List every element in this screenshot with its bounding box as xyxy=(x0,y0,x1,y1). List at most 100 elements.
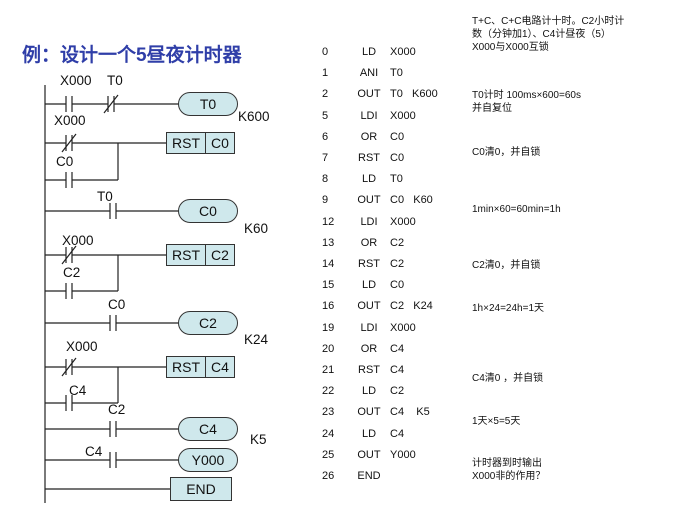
instruction-op: LD xyxy=(361,173,377,186)
instruction-op: OR xyxy=(360,236,378,249)
comment-c2-count: 1h×24=24h=1天 xyxy=(472,303,545,314)
contact-label-x000: X000 xyxy=(66,339,98,354)
instruction-row: 20 OR C4 xyxy=(322,342,405,355)
contact-label-x000: X000 xyxy=(60,73,92,88)
contact-label-c0: C0 xyxy=(108,297,126,312)
instruction-op: OUT xyxy=(357,88,381,101)
instruction-arg: C2 K24 xyxy=(390,300,433,313)
instruction-step: 23 xyxy=(322,406,335,419)
k-label-k24: K24 xyxy=(244,332,269,347)
contact-label-x000: X000 xyxy=(54,113,86,128)
comment-c4-reset: C4清0 ，并自锁 xyxy=(472,373,544,384)
instruction-op: OR xyxy=(360,130,378,143)
instruction-arg: C2 xyxy=(390,385,405,398)
instruction-step: 7 xyxy=(322,152,329,164)
instruction-arg: T0 xyxy=(390,67,403,80)
instruction-step: 24 xyxy=(322,427,335,440)
instruction-arg: C4 xyxy=(390,342,405,355)
instruction-op: LD xyxy=(361,46,377,58)
instruction-op: OUT xyxy=(357,194,381,207)
instruction-step: 21 xyxy=(322,364,335,376)
k-label-k5: K5 xyxy=(250,432,267,447)
instruction-step: 2 xyxy=(322,88,329,101)
instruction-row: 23 OUT C4 K5 xyxy=(322,407,430,418)
instruction-op: OUT xyxy=(357,300,381,313)
instruction-step: 13 xyxy=(322,236,335,249)
instruction-row: 21 RST C4 xyxy=(322,365,404,376)
instruction-arg: X000 xyxy=(390,109,416,122)
instruction-op: OUT xyxy=(357,448,381,461)
instruction-arg: C0 K60 xyxy=(390,194,433,207)
comment-header: T+C、C+C电路计十时。C2小时计数（分钟加1）、C4计昼夜（5）X000与X… xyxy=(472,16,625,53)
instruction-op: LD xyxy=(361,279,377,292)
coil-c2: C2 xyxy=(178,311,238,335)
instruction-arg: X000 xyxy=(390,46,416,58)
instruction-row: 12 LDI X000 xyxy=(322,215,416,228)
coil-t0: T0 xyxy=(178,92,238,116)
instruction-row: 13 OR C2 xyxy=(322,236,405,249)
instruction-op: LDI xyxy=(360,215,378,228)
instruction-arg: C0 xyxy=(390,279,405,292)
instruction-step: 8 xyxy=(322,173,329,186)
instruction-arg: C2 xyxy=(390,258,405,270)
instruction-step: 1 xyxy=(322,67,329,80)
instruction-arg: X000 xyxy=(390,321,416,334)
comment-c4-count: 1天×5=5天 xyxy=(472,416,521,427)
ladder-wires xyxy=(44,85,180,503)
instruction-op: LDI xyxy=(360,109,378,122)
contact-label-c4: C4 xyxy=(85,444,103,459)
comment-c0-reset: C0清0，并自锁 xyxy=(472,147,541,158)
instruction-op: ANI xyxy=(359,67,379,80)
instruction-op: RST xyxy=(358,152,380,164)
instruction-arg: C4 xyxy=(390,364,405,376)
instruction-step: 9 xyxy=(322,194,329,207)
comment-c0-count: 1min×60=60min=1h xyxy=(472,204,561,215)
end-box: END xyxy=(170,477,232,501)
instruction-arg: C0 xyxy=(390,152,405,164)
instruction-step: 16 xyxy=(322,300,335,313)
instruction-step: 20 xyxy=(322,342,335,355)
instruction-arg: C2 xyxy=(390,236,405,249)
instruction-step: 0 xyxy=(322,46,329,58)
instruction-step: 26 xyxy=(322,470,335,482)
instruction-arg: C4 K5 xyxy=(390,406,430,419)
instruction-op: RST xyxy=(358,258,380,270)
instruction-row: 26 END xyxy=(322,471,390,482)
page-title: 例：设计一个5昼夜计时器 xyxy=(22,45,242,66)
contact-label-c2: C2 xyxy=(63,265,81,280)
instruction-op: END xyxy=(357,470,381,482)
k-label-k600: K600 xyxy=(238,109,270,124)
instruction-op: OR xyxy=(360,342,378,355)
instruction-step: 5 xyxy=(322,109,329,122)
instruction-arg: Y000 xyxy=(390,448,416,461)
contact-label-c2: C2 xyxy=(108,402,126,417)
instruction-op: OUT xyxy=(357,406,381,419)
instruction-row: 1 ANI T0 xyxy=(322,68,403,79)
instruction-op: RST xyxy=(358,364,380,376)
contact-label-c0: C0 xyxy=(56,154,74,169)
coil-y000: Y000 xyxy=(178,448,238,472)
instruction-row: 0 LD X000 xyxy=(322,47,416,58)
instruction-arg: X000 xyxy=(390,215,416,228)
instruction-row: 9 OUT C0 K60 xyxy=(322,195,433,206)
instruction-step: 12 xyxy=(322,215,335,228)
coil-c0: C0 xyxy=(178,199,238,223)
instruction-row: 16 OUT C2 K24 xyxy=(322,301,433,312)
contact-label-c4: C4 xyxy=(69,383,87,398)
instruction-arg: C0 xyxy=(390,130,405,143)
coil-c4: C4 xyxy=(178,417,238,441)
